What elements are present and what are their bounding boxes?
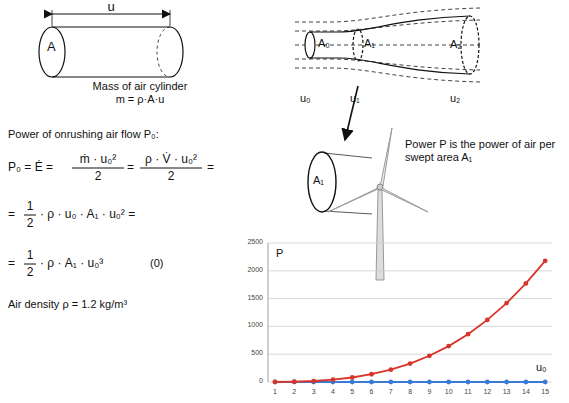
formula-denominator: 2 [95, 170, 102, 184]
data-marker [292, 379, 297, 384]
equation-number: (0) [150, 257, 163, 270]
tick-label: 1 [273, 388, 277, 396]
tick-label: 7 [389, 388, 393, 396]
velocity-label: u₁ [350, 92, 360, 105]
tick-label: 11 [464, 388, 471, 396]
note-text: Air density ρ = 1.2 kg/m³ [8, 298, 127, 311]
formula-text: = [8, 208, 15, 222]
formula-denominator: 2 [168, 170, 175, 184]
tick-label: 9 [427, 388, 431, 396]
data-marker [311, 379, 316, 384]
data-marker [504, 380, 509, 385]
data-marker [350, 375, 355, 380]
chart-line [268, 243, 269, 382]
data-marker [466, 332, 471, 337]
power-chart [268, 243, 552, 384]
data-marker [369, 380, 374, 385]
data-marker [273, 380, 278, 385]
tick-label: 5 [350, 388, 354, 396]
formula-text: · ρ · u₀ · A₁ · u₀² = [40, 208, 135, 222]
stream-tube [295, 8, 480, 140]
data-marker [427, 353, 432, 358]
tick-label: 8 [408, 388, 412, 396]
data-marker [504, 301, 509, 306]
fraction-bar [24, 168, 202, 264]
data-marker [331, 377, 336, 382]
data-marker [485, 380, 490, 385]
data-marker [311, 380, 316, 385]
tick-label: 2 [292, 388, 296, 396]
tick-label: 12 [483, 388, 491, 396]
data-marker [446, 344, 451, 349]
formula-text: = [8, 257, 15, 271]
data-marker [524, 281, 529, 286]
data-marker [543, 258, 548, 263]
chart-line [268, 354, 552, 355]
chart-line [268, 298, 552, 299]
dimension-label: u [107, 0, 114, 15]
formula-denominator: 2 [27, 217, 34, 231]
formula-numerator: ṁ · u₀² [80, 153, 116, 167]
data-marker [524, 380, 529, 385]
formula-numerator: 1 [27, 249, 34, 263]
tick-label: 4 [331, 388, 335, 396]
formula-denominator: 2 [27, 266, 34, 280]
formula-numerator: 1 [27, 200, 34, 214]
chart-line [268, 326, 552, 327]
velocity-label: u₂ [450, 92, 460, 105]
data-marker [369, 372, 374, 377]
formula-numerator: ρ · V̇ · u₀² [145, 153, 197, 167]
formula-text: m = ρ·A·u [116, 93, 165, 106]
caption-text: Mass of air cylinder [93, 80, 188, 93]
tick-label: 13 [503, 388, 511, 396]
formula-text: · ρ · A₁ · u₀³ [40, 257, 103, 271]
data-marker [408, 380, 413, 385]
area-label: A₁ [364, 37, 375, 50]
data-marker [350, 380, 355, 385]
data-marker [466, 380, 471, 385]
axis-label: P [276, 247, 283, 260]
tick-label: 1500 [247, 294, 263, 302]
note-text: Power P is the power of air per swept ar… [405, 138, 560, 163]
data-marker [292, 380, 297, 385]
tick-label: 15 [541, 388, 549, 396]
data-marker [408, 361, 413, 366]
tick-label: 2500 [247, 238, 263, 246]
tick-label: 1000 [247, 321, 263, 329]
heading-text: Power of onrushing air flow P₀: [8, 128, 159, 141]
area-label: A₀ [318, 37, 330, 50]
data-marker [388, 380, 393, 385]
formula-text: P₀ = Ė = [8, 161, 53, 175]
data-marker [543, 380, 548, 385]
air-cylinder [39, 10, 183, 77]
tick-label: 3 [312, 388, 316, 396]
data-marker [388, 367, 393, 372]
data-marker [273, 380, 278, 385]
tick-label: 2000 [247, 266, 263, 274]
chart-line [268, 270, 552, 271]
power-curve [275, 261, 545, 382]
chart-line [268, 243, 552, 244]
area-label: A₁ [313, 174, 324, 187]
velocity-label: u₀ [300, 92, 311, 105]
area-label: A [47, 40, 56, 55]
tick-label: 500 [251, 349, 263, 357]
tick-label: 10 [445, 388, 453, 396]
tick-label: 6 [370, 388, 374, 396]
formula-text: = [127, 161, 134, 175]
tick-label: 14 [522, 388, 530, 396]
formula-text: = [207, 161, 214, 175]
tick-label: 0 [259, 377, 263, 385]
data-marker [446, 380, 451, 385]
data-marker [485, 318, 490, 323]
area-label: A₂ [450, 38, 462, 51]
axis-label: u₀ [536, 361, 547, 374]
data-marker [427, 380, 432, 385]
